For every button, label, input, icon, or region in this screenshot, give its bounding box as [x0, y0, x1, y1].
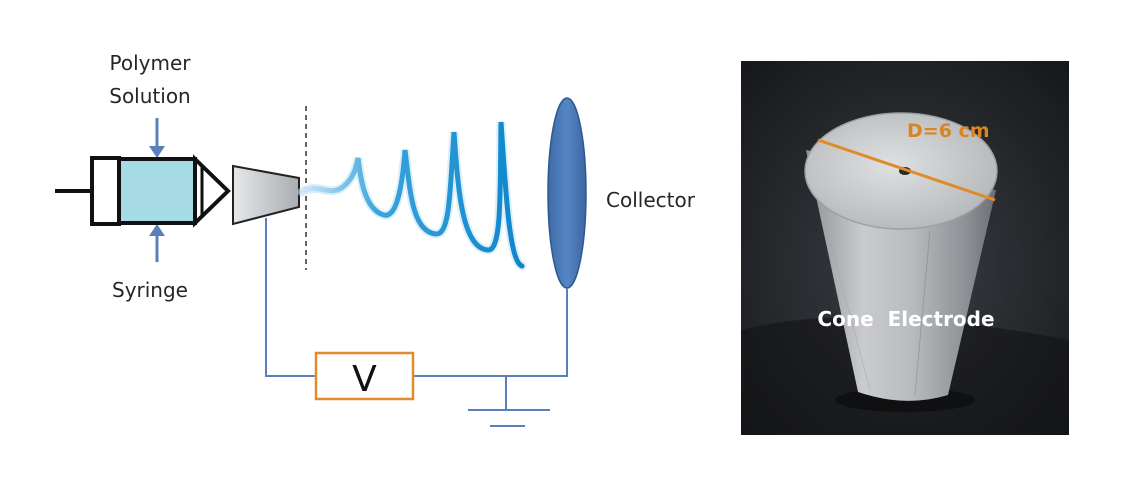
- fiber-jet-icon: [297, 121, 527, 271]
- collector-label: Collector: [606, 188, 696, 212]
- polymer-label: Polymer: [110, 51, 192, 75]
- arrow-up-icon: [149, 224, 165, 262]
- cone-electrode-label: Cone Electrode: [817, 307, 994, 331]
- voltage-source-box: [314, 351, 415, 401]
- syringe-icon: [55, 154, 231, 228]
- cone-electrode-photo: D=6 cm Cone Electrode: [741, 61, 1069, 435]
- diameter-label: D=6 cm: [907, 120, 990, 142]
- solution-label: Solution: [109, 84, 190, 108]
- collector-icon: [547, 97, 587, 289]
- arrow-down-icon: [149, 118, 165, 158]
- diameter-line: [817, 138, 996, 202]
- circuit-wires: [265, 218, 568, 409]
- syringe-label: Syringe: [112, 278, 188, 302]
- ground-icon: [468, 409, 550, 427]
- voltage-label: V: [352, 359, 377, 400]
- nozzle-icon: [232, 164, 300, 226]
- schematic-diagram: Polymer Solution Syringe Collector: [55, 51, 696, 427]
